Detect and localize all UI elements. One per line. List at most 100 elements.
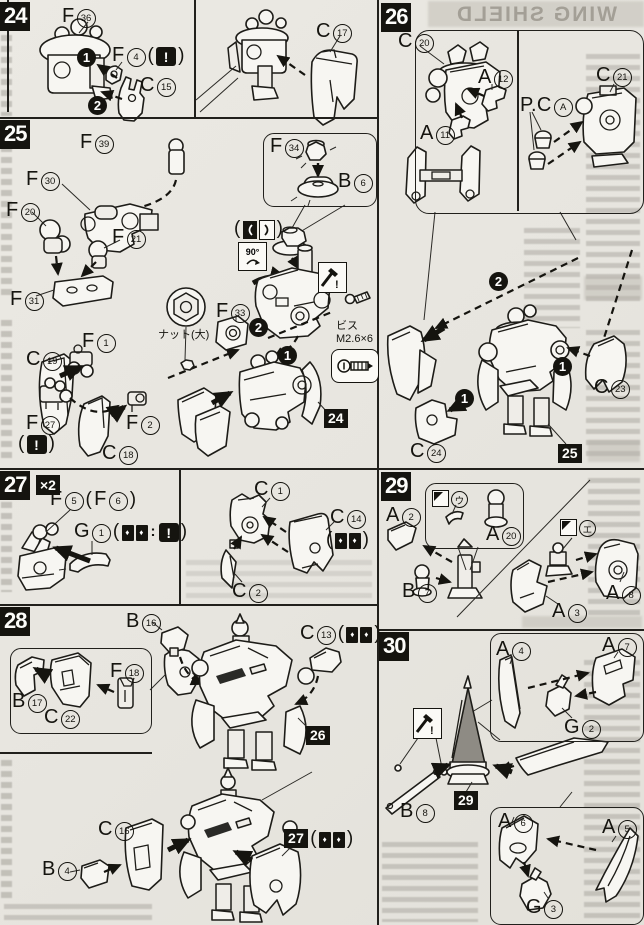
ref-box-27: 27 [284,829,309,848]
svg-text:!: ! [430,725,434,736]
ref-box-24: 24 [324,409,348,428]
bleed-band [522,616,642,628]
panel-divider [0,117,379,119]
sticker-icon [560,519,577,536]
svg-text:!: ! [335,279,339,290]
panel-divider [194,0,196,118]
ref-box-29: 29 [454,791,478,810]
bleed-band [588,440,640,462]
rotate-icon [258,219,275,240]
step-badge-30: 30 [379,632,410,661]
warning-icon: ! [158,523,179,542]
warning-icon: ! [26,435,47,454]
bleedthrough-text [4,904,152,922]
rotate-90-icon: 90° [238,242,267,271]
panel-divider [179,470,181,605]
callout-divider [517,31,519,211]
sticker-icon [432,490,449,507]
sticker-icon-e: エ [560,518,596,537]
screwdriver-warning-icon: ! [318,262,347,293]
panel-divider [377,0,379,925]
panel-divider [0,468,644,470]
quantity-badge-x2: ×2 [36,475,60,495]
ref-box-25: 25 [558,444,582,463]
bleedthrough-text [186,560,372,602]
nut-size-label: ナット(大) [158,329,210,341]
warning-icon: ! [156,47,177,66]
polycap-icon: ♦♦ [334,532,361,549]
bleedthrough-text [1,320,12,460]
order-circle-2: 2 [489,272,508,291]
step-badge-28: 28 [0,607,31,636]
warning-icon-parens: (!) [18,433,56,454]
panel-divider [378,629,644,631]
order-circle-2: 2 [88,96,107,115]
step-badge-24: 24 [0,2,31,31]
sticker-icon-u: ウ [432,489,468,508]
polycap-icon: ♦♦ [346,626,373,643]
bleed-band [428,1,644,27]
step-badge-25: 25 [0,120,31,149]
bleedthrough-text [1,146,12,296]
step-badge-26: 26 [381,3,412,32]
rotate-icon [242,220,257,239]
ref-box-27-with-icon: 27 ( ♦♦ ) [284,827,353,850]
order-circle-1: 1 [553,357,572,376]
bleedthrough-text [1,760,12,900]
bleed-band [584,276,642,300]
bleedthrough-text [382,842,478,922]
rotation-allowed-icons: ( ) [234,218,284,240]
order-circle-1: 1 [455,389,474,408]
step-badge-29: 29 [381,472,412,501]
order-circle-1: 1 [278,346,297,365]
panel-divider [0,604,379,606]
panel-divider [7,0,9,112]
order-circle-1: 1 [77,48,96,67]
polycap-icon-parens: (♦♦) [326,529,370,550]
